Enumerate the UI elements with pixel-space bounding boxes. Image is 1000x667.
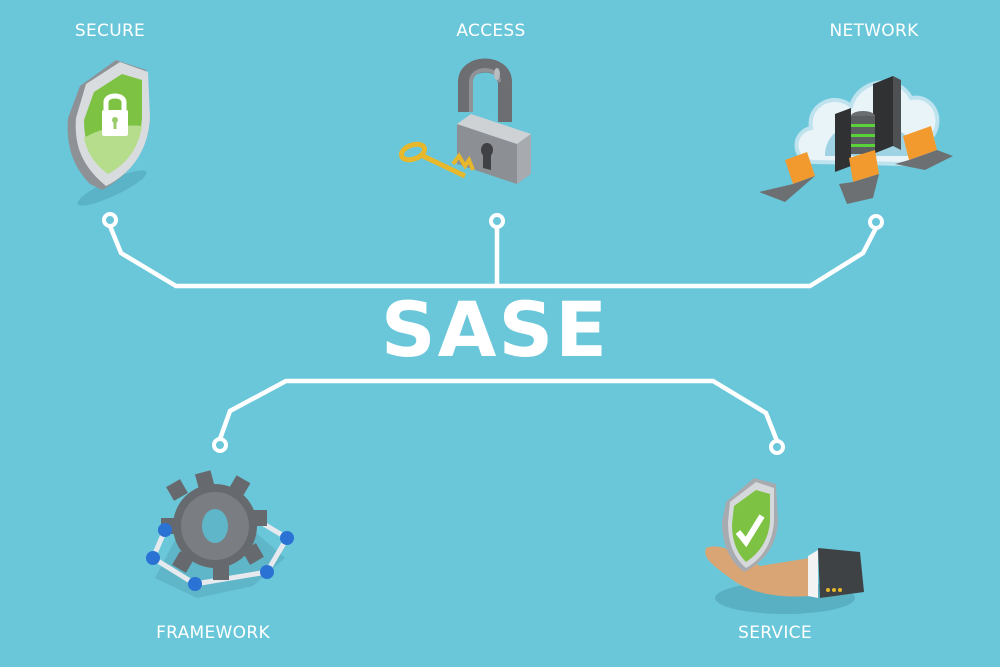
shield-lock-icon	[67, 60, 150, 206]
hand-shield-check-icon	[705, 478, 864, 614]
node-label-network: NETWORK	[829, 21, 919, 41]
gear-network-icon	[146, 470, 294, 598]
padlock-key-icon	[398, 58, 531, 184]
node-label-service: SERVICE	[738, 623, 812, 643]
diagram-title: SASE	[380, 285, 610, 374]
cloud-servers-laptops-icon	[759, 76, 953, 204]
node-label-access: ACCESS	[456, 21, 526, 41]
node-label-secure: SECURE	[74, 21, 146, 41]
node-label-framework: FRAMEWORK	[156, 623, 270, 643]
